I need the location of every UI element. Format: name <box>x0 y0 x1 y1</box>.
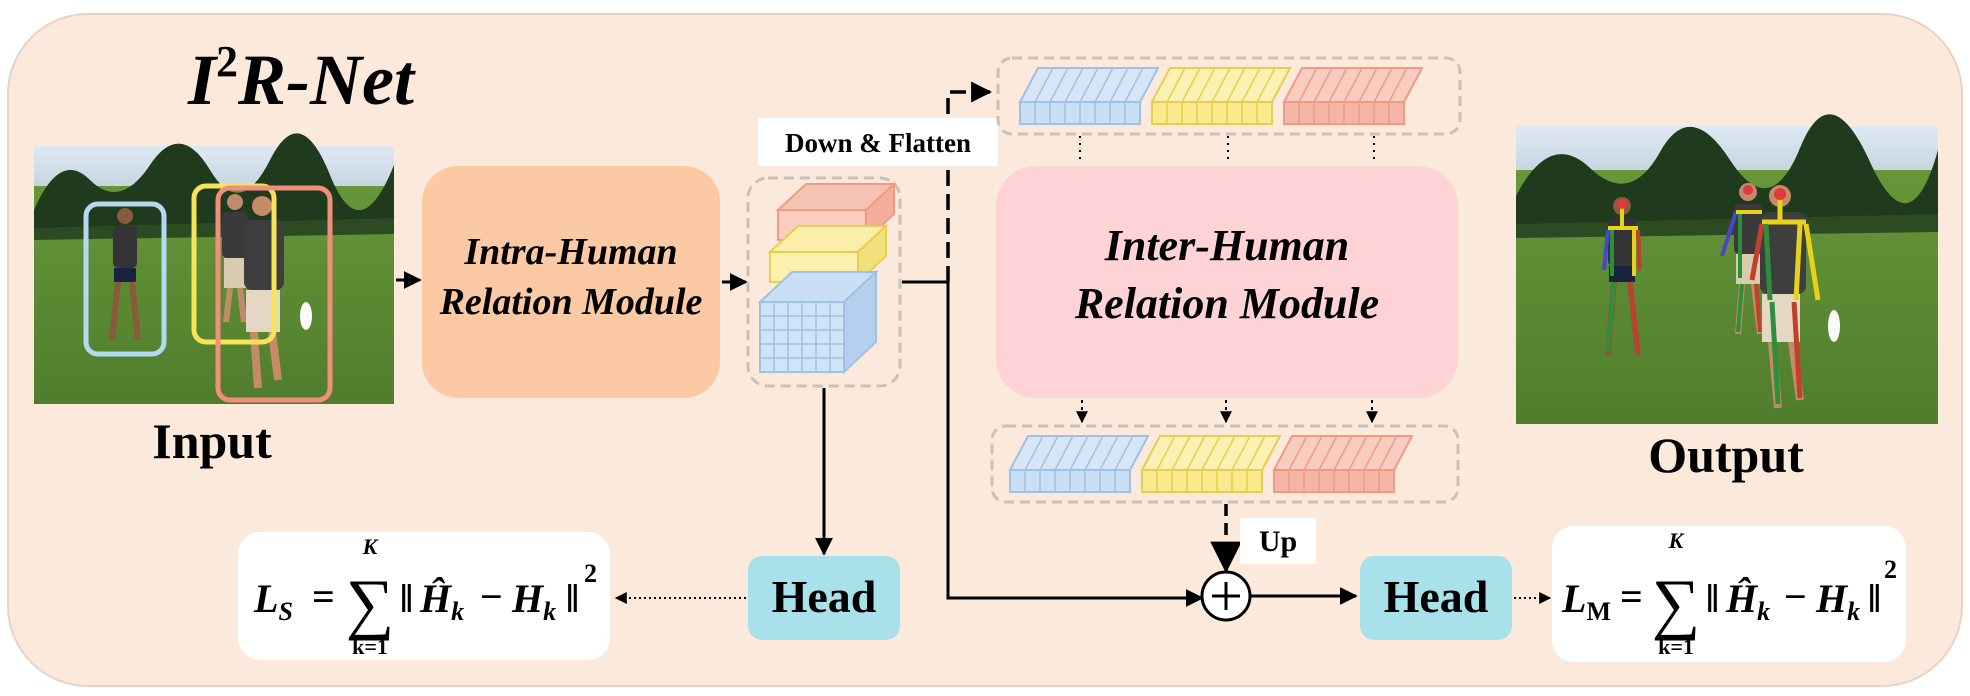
svg-text:k=1: k=1 <box>1658 634 1694 659</box>
svg-text:∑: ∑ <box>1652 565 1700 641</box>
token-group-yellow-bottom <box>1140 435 1282 493</box>
bbox-blue <box>83 201 167 357</box>
svg-text:Hk: Hk <box>511 576 556 626</box>
bbox-red <box>215 185 333 403</box>
svg-text:‖: ‖ <box>1868 576 1881 621</box>
output-photo <box>1516 114 1938 424</box>
single-loss-box <box>238 532 610 660</box>
output-label: Output <box>1648 427 1804 483</box>
svg-text:k=1: k=1 <box>352 634 388 659</box>
skeleton-overlay <box>1749 188 1821 405</box>
network-title: I2R-Net <box>187 37 416 120</box>
svg-text:‖: ‖ <box>566 576 579 621</box>
intra-module-label-line2: Relation Module <box>439 281 703 323</box>
up-label-box <box>1240 518 1316 564</box>
inter-human-relation-module <box>996 166 1458 398</box>
down-flatten-label: Down & Flatten <box>785 128 971 158</box>
inter-module-label-line1: Inter-Human <box>1104 221 1350 270</box>
svg-text:LM: LM <box>1561 576 1611 626</box>
token-group-yellow-top <box>1150 67 1292 125</box>
input-label: Input <box>152 413 272 469</box>
svg-text:=: = <box>1620 574 1643 619</box>
svg-text:Ĥk: Ĥk <box>419 576 464 626</box>
down-flatten-label-box <box>758 118 998 166</box>
up-label: Up <box>1259 525 1297 558</box>
single-loss-formula: LS = K ∑ k=1 ‖ Ĥk − Hk ‖ 2 <box>253 534 597 659</box>
svg-text:2: 2 <box>1884 555 1897 584</box>
dashed-down-flatten-path <box>946 81 993 282</box>
svg-text:‖: ‖ <box>400 576 413 621</box>
token-group-blue-bottom <box>1008 435 1150 493</box>
svg-text:−: − <box>1784 574 1807 619</box>
svg-text:=: = <box>312 574 335 619</box>
intra-human-relation-module <box>422 166 720 398</box>
input-photo <box>34 133 394 404</box>
circled-plus-icon <box>1200 570 1252 622</box>
multi-loss-box <box>1552 526 1906 662</box>
token-sequence-top-frame <box>996 56 1462 136</box>
feature-cube-blue <box>757 269 879 375</box>
svg-text:LS: LS <box>253 576 293 626</box>
multi-loss-formula: LM = K ∑ k=1 ‖ Ĥk − Hk ‖ 2 <box>1561 528 1897 659</box>
token-group-red-top <box>1282 67 1424 125</box>
svg-text:K: K <box>1668 528 1685 553</box>
svg-text:2: 2 <box>584 559 597 588</box>
head-box-right <box>1360 556 1512 640</box>
head-right-label: Head <box>1384 571 1489 622</box>
svg-text:Ĥk: Ĥk <box>1725 576 1770 626</box>
token-group-red-bottom <box>1272 435 1414 493</box>
skeleton-overlay <box>1720 185 1762 333</box>
feature-stack-frame <box>746 176 902 388</box>
svg-text:‖: ‖ <box>1706 576 1719 621</box>
token-sequence-bottom-frame <box>990 424 1460 504</box>
svg-text:−: − <box>480 574 503 619</box>
token-group-blue-top <box>1018 67 1160 125</box>
person-figure <box>222 194 248 323</box>
svg-text:∑: ∑ <box>346 565 394 641</box>
svg-text:Hk: Hk <box>1815 576 1860 626</box>
inter-module-label-line2: Relation Module <box>1074 279 1379 328</box>
head-left-label: Head <box>772 571 877 622</box>
skip-connection-path <box>946 282 1204 607</box>
head-box-left <box>748 556 900 640</box>
person-figure <box>109 208 141 341</box>
svg-text:K: K <box>362 534 379 559</box>
intra-module-label-line1: Intra-Human <box>463 231 677 273</box>
skeleton-overlay <box>1602 199 1642 353</box>
